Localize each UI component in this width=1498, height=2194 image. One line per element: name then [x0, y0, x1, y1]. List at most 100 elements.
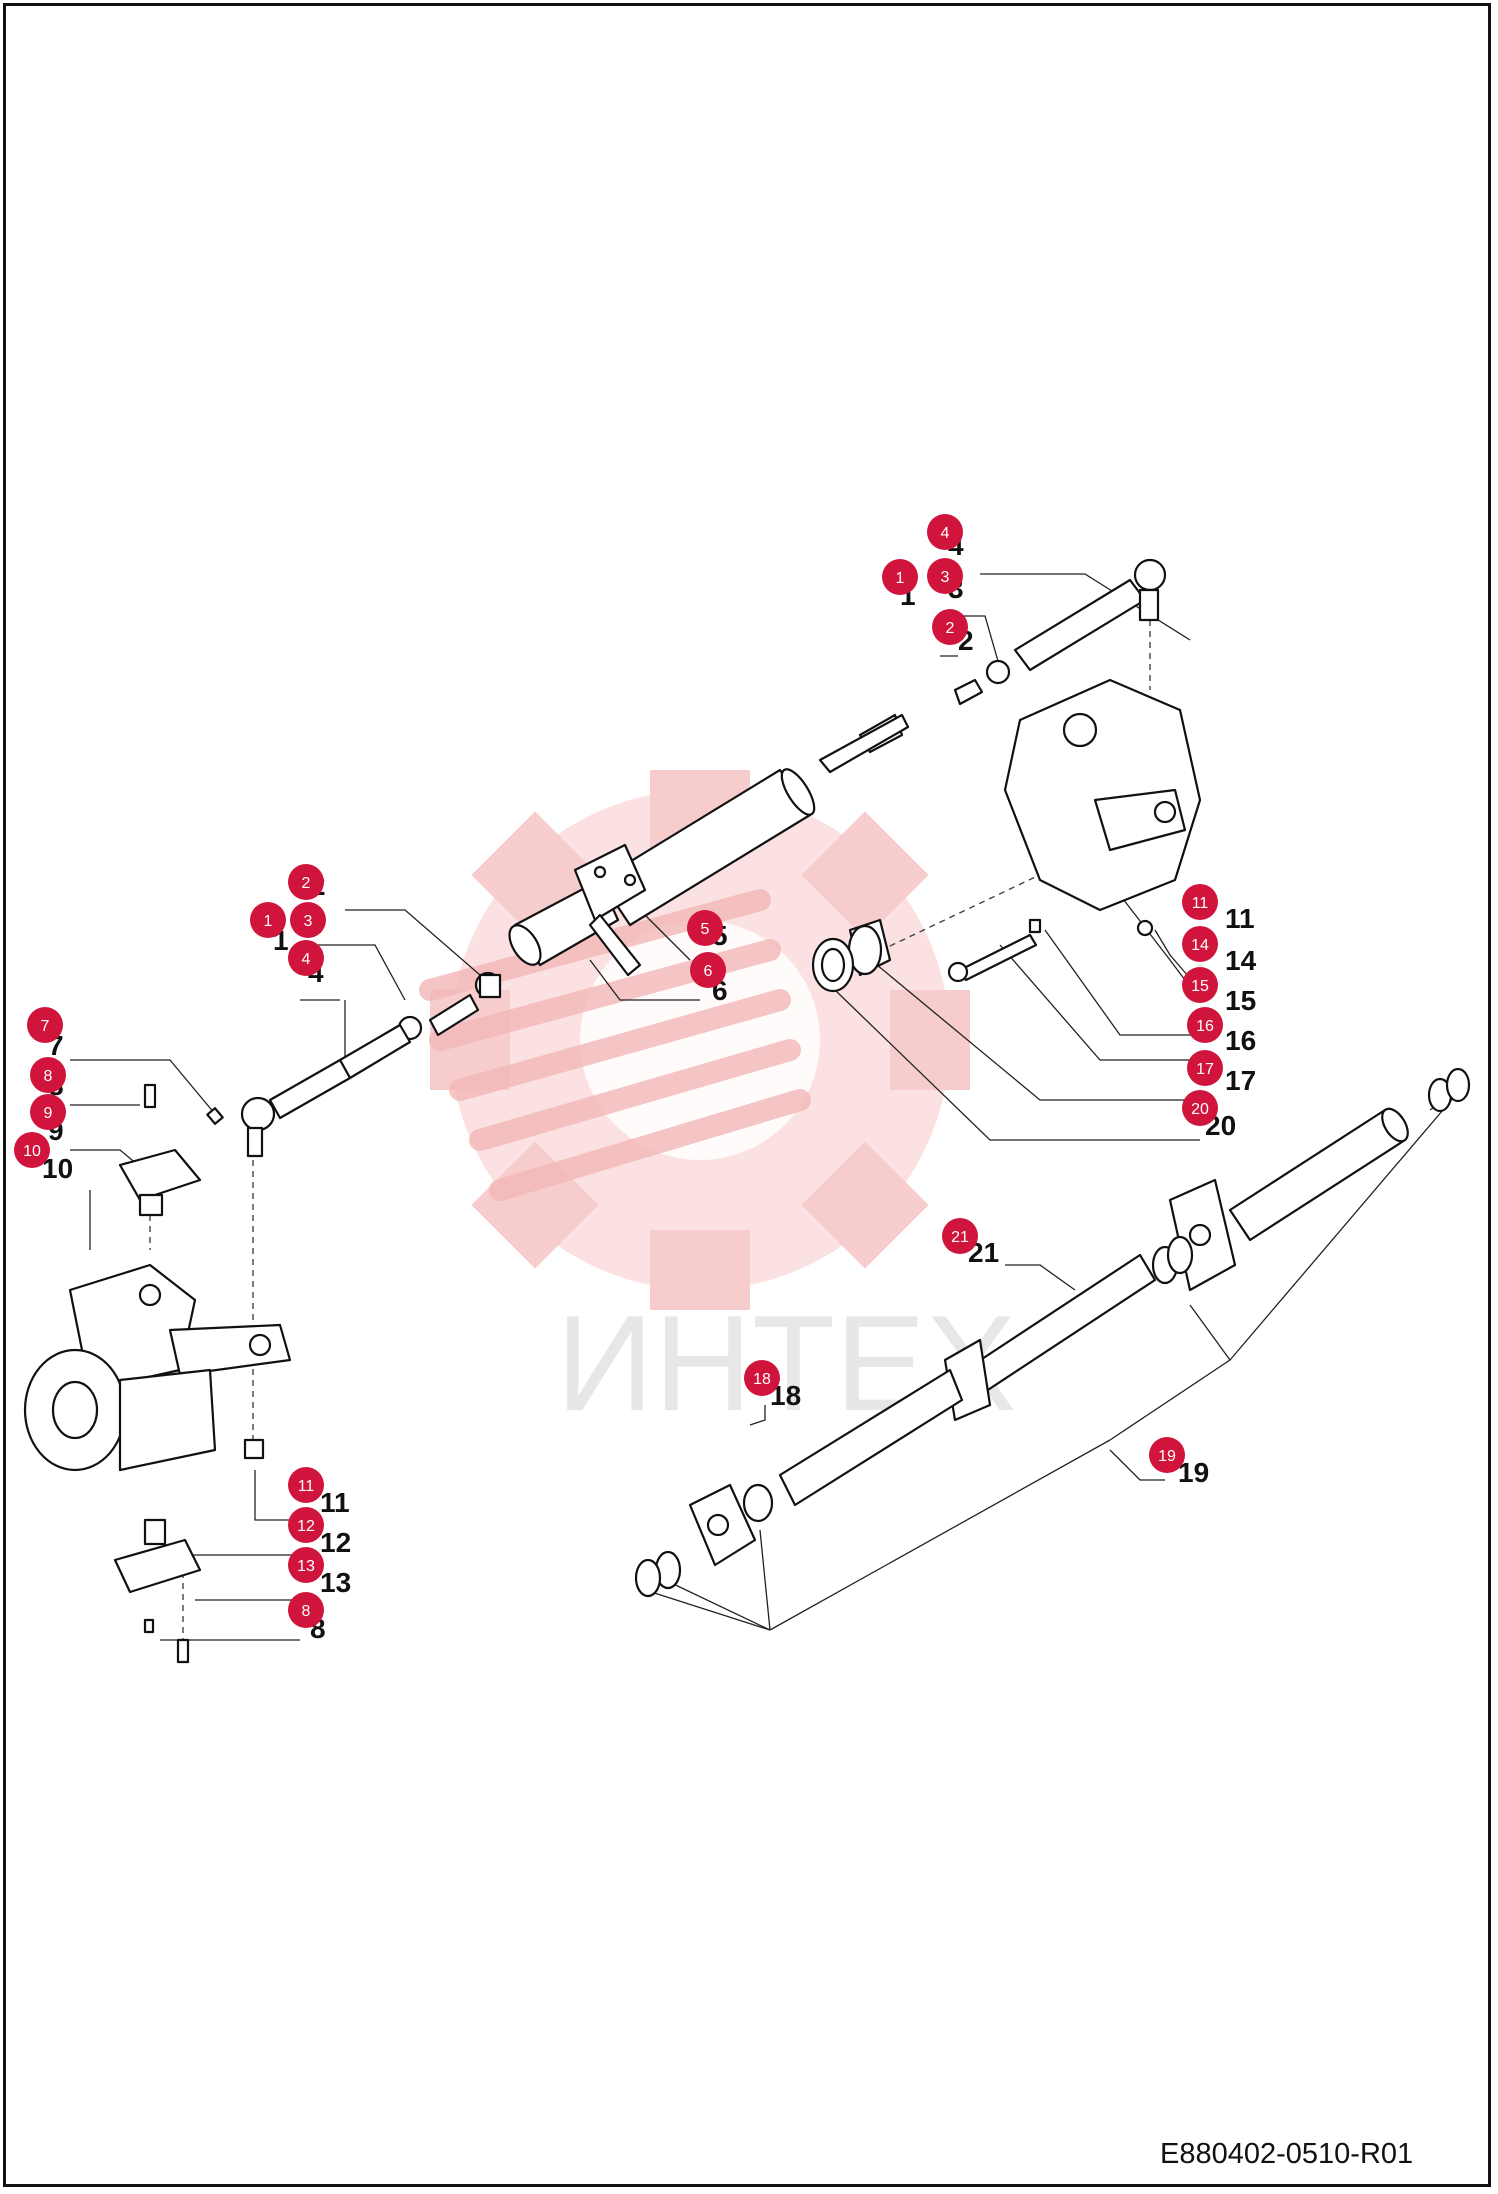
callout-badge-label: 13	[297, 1558, 315, 1575]
callout-badge-label: 8	[302, 1603, 311, 1620]
callout-badge-label: 3	[304, 913, 313, 930]
callout-badge-10[interactable]: 10	[14, 1132, 50, 1168]
callout-badge-circle	[1187, 1050, 1223, 1086]
callout-badge-label: 5	[701, 921, 710, 938]
callout-badge-circle	[1187, 1007, 1223, 1043]
callout-badge-label: 4	[941, 525, 950, 542]
callout-badge-1[interactable]: 1	[882, 559, 918, 595]
callout-badge-circle	[1182, 884, 1218, 920]
callout-badge-circle	[288, 1507, 324, 1543]
sheet-frame	[3, 3, 1491, 2187]
callout-badge-label: 2	[302, 875, 311, 892]
callout-badge-label: 7	[41, 1018, 50, 1035]
callout-badge-label: 18	[753, 1371, 771, 1388]
part-number-12: 12	[320, 1527, 351, 1558]
callout-badge-circle	[942, 1218, 978, 1254]
callout-badge-9[interactable]: 9	[30, 1094, 66, 1130]
callout-badge-label: 9	[44, 1105, 53, 1122]
callout-badge-label: 14	[1191, 937, 1209, 954]
callout-badge-circle	[927, 514, 963, 550]
callout-badge-label: 4	[302, 951, 311, 968]
callout-badge-circle	[250, 902, 286, 938]
callout-badge-label: 6	[704, 963, 713, 980]
callout-badge-circle	[14, 1132, 50, 1168]
part-number-14: 14	[1225, 945, 1257, 976]
callout-badge-7[interactable]: 7	[27, 1007, 63, 1043]
callout-badge-label: 17	[1196, 1061, 1214, 1078]
callout-badge-circle	[690, 952, 726, 988]
callout-badge-3-b[interactable]: 3	[290, 902, 326, 938]
callout-badge-5[interactable]: 5	[687, 910, 723, 946]
callout-badge-circle	[288, 1547, 324, 1583]
callout-badge-label: 21	[951, 1229, 969, 1246]
callout-badge-label: 1	[896, 570, 905, 587]
callout-badge-circle	[927, 558, 963, 594]
callout-badge-label: 11	[298, 1478, 315, 1495]
part-number-17: 17	[1225, 1065, 1256, 1096]
callout-badge-4-b[interactable]: 4	[288, 940, 324, 976]
callout-badge-label: 19	[1158, 1448, 1176, 1465]
callout-badge-11-b[interactable]: 11	[288, 1467, 324, 1503]
watermark-logo: ИНТЕХ	[419, 770, 1016, 1439]
callout-badge-label: 12	[297, 1518, 315, 1535]
callout-badge-16[interactable]: 16	[1187, 1007, 1223, 1043]
callout-badge-2[interactable]: 2	[932, 609, 968, 645]
callout-badge-label: 1	[264, 913, 273, 930]
callout-badge-label: 20	[1191, 1101, 1209, 1118]
callout-badge-circle	[1182, 926, 1218, 962]
callout-badge-1-b[interactable]: 1	[250, 902, 286, 938]
callout-badge-circle	[30, 1094, 66, 1130]
leader-lines	[70, 573, 1461, 1641]
callout-badge-3[interactable]: 3	[927, 558, 963, 594]
tie-rod-left	[240, 971, 502, 1158]
callout-badge-21[interactable]: 21	[942, 1218, 978, 1254]
part-number-11: 11	[1225, 903, 1255, 934]
callout-badge-circle	[1182, 1090, 1218, 1126]
callout-badge-label: 10	[23, 1143, 41, 1160]
callout-badge-8-b[interactable]: 8	[288, 1592, 324, 1628]
knuckle-left	[23, 1083, 292, 1664]
callout-badge-19[interactable]: 19	[1149, 1437, 1185, 1473]
part-number-13: 13	[320, 1567, 351, 1598]
part-number-11-b: 11	[320, 1487, 350, 1518]
callout-badge-label: 2	[946, 620, 955, 637]
axle-shaft-lower	[634, 1067, 1471, 1598]
callout-badge-label: 8	[44, 1068, 53, 1085]
steering-cylinder-upper	[508, 558, 1167, 977]
callout-badge-circle	[1149, 1437, 1185, 1473]
callout-badge-20[interactable]: 20	[1182, 1090, 1218, 1126]
callout-badge-circle	[288, 1467, 324, 1503]
knuckle-right	[811, 678, 1202, 993]
callout-badge-circle	[288, 940, 324, 976]
callout-badge-circle	[1182, 967, 1218, 1003]
callout-badge-17[interactable]: 17	[1187, 1050, 1223, 1086]
callout-badge-15[interactable]: 15	[1182, 967, 1218, 1003]
callout-badge-12[interactable]: 12	[288, 1507, 324, 1543]
callout-badge-6[interactable]: 6	[690, 952, 726, 988]
part-number-16: 16	[1225, 1025, 1256, 1056]
callout-badge-18[interactable]: 18	[744, 1360, 780, 1396]
callout-badge-14[interactable]: 14	[1182, 926, 1218, 962]
callout-badge-circle	[288, 1592, 324, 1628]
part-number-15: 15	[1225, 985, 1256, 1016]
callout-badge-8[interactable]: 8	[30, 1057, 66, 1093]
callout-badge-circle	[932, 609, 968, 645]
callout-badge-2-b[interactable]: 2	[288, 864, 324, 900]
callout-badge-circle	[30, 1057, 66, 1093]
callout-badge-13[interactable]: 13	[288, 1547, 324, 1583]
callout-badge-circle	[288, 864, 324, 900]
callout-badge-circle	[290, 902, 326, 938]
callout-badge-label: 3	[941, 569, 950, 586]
drawing-reference-code: E880402-0510-R01	[1160, 2138, 1414, 2170]
callout-badge-label: 15	[1191, 978, 1209, 995]
callout-badge-11[interactable]: 11	[1182, 884, 1218, 920]
callout-badge-4[interactable]: 4	[927, 514, 963, 550]
callout-badge-label: 11	[1192, 895, 1209, 912]
callout-badge-label: 16	[1196, 1018, 1214, 1035]
callout-badge-circle	[744, 1360, 780, 1396]
callout-badge-circle	[687, 910, 723, 946]
callout-badge-circle	[27, 1007, 63, 1043]
